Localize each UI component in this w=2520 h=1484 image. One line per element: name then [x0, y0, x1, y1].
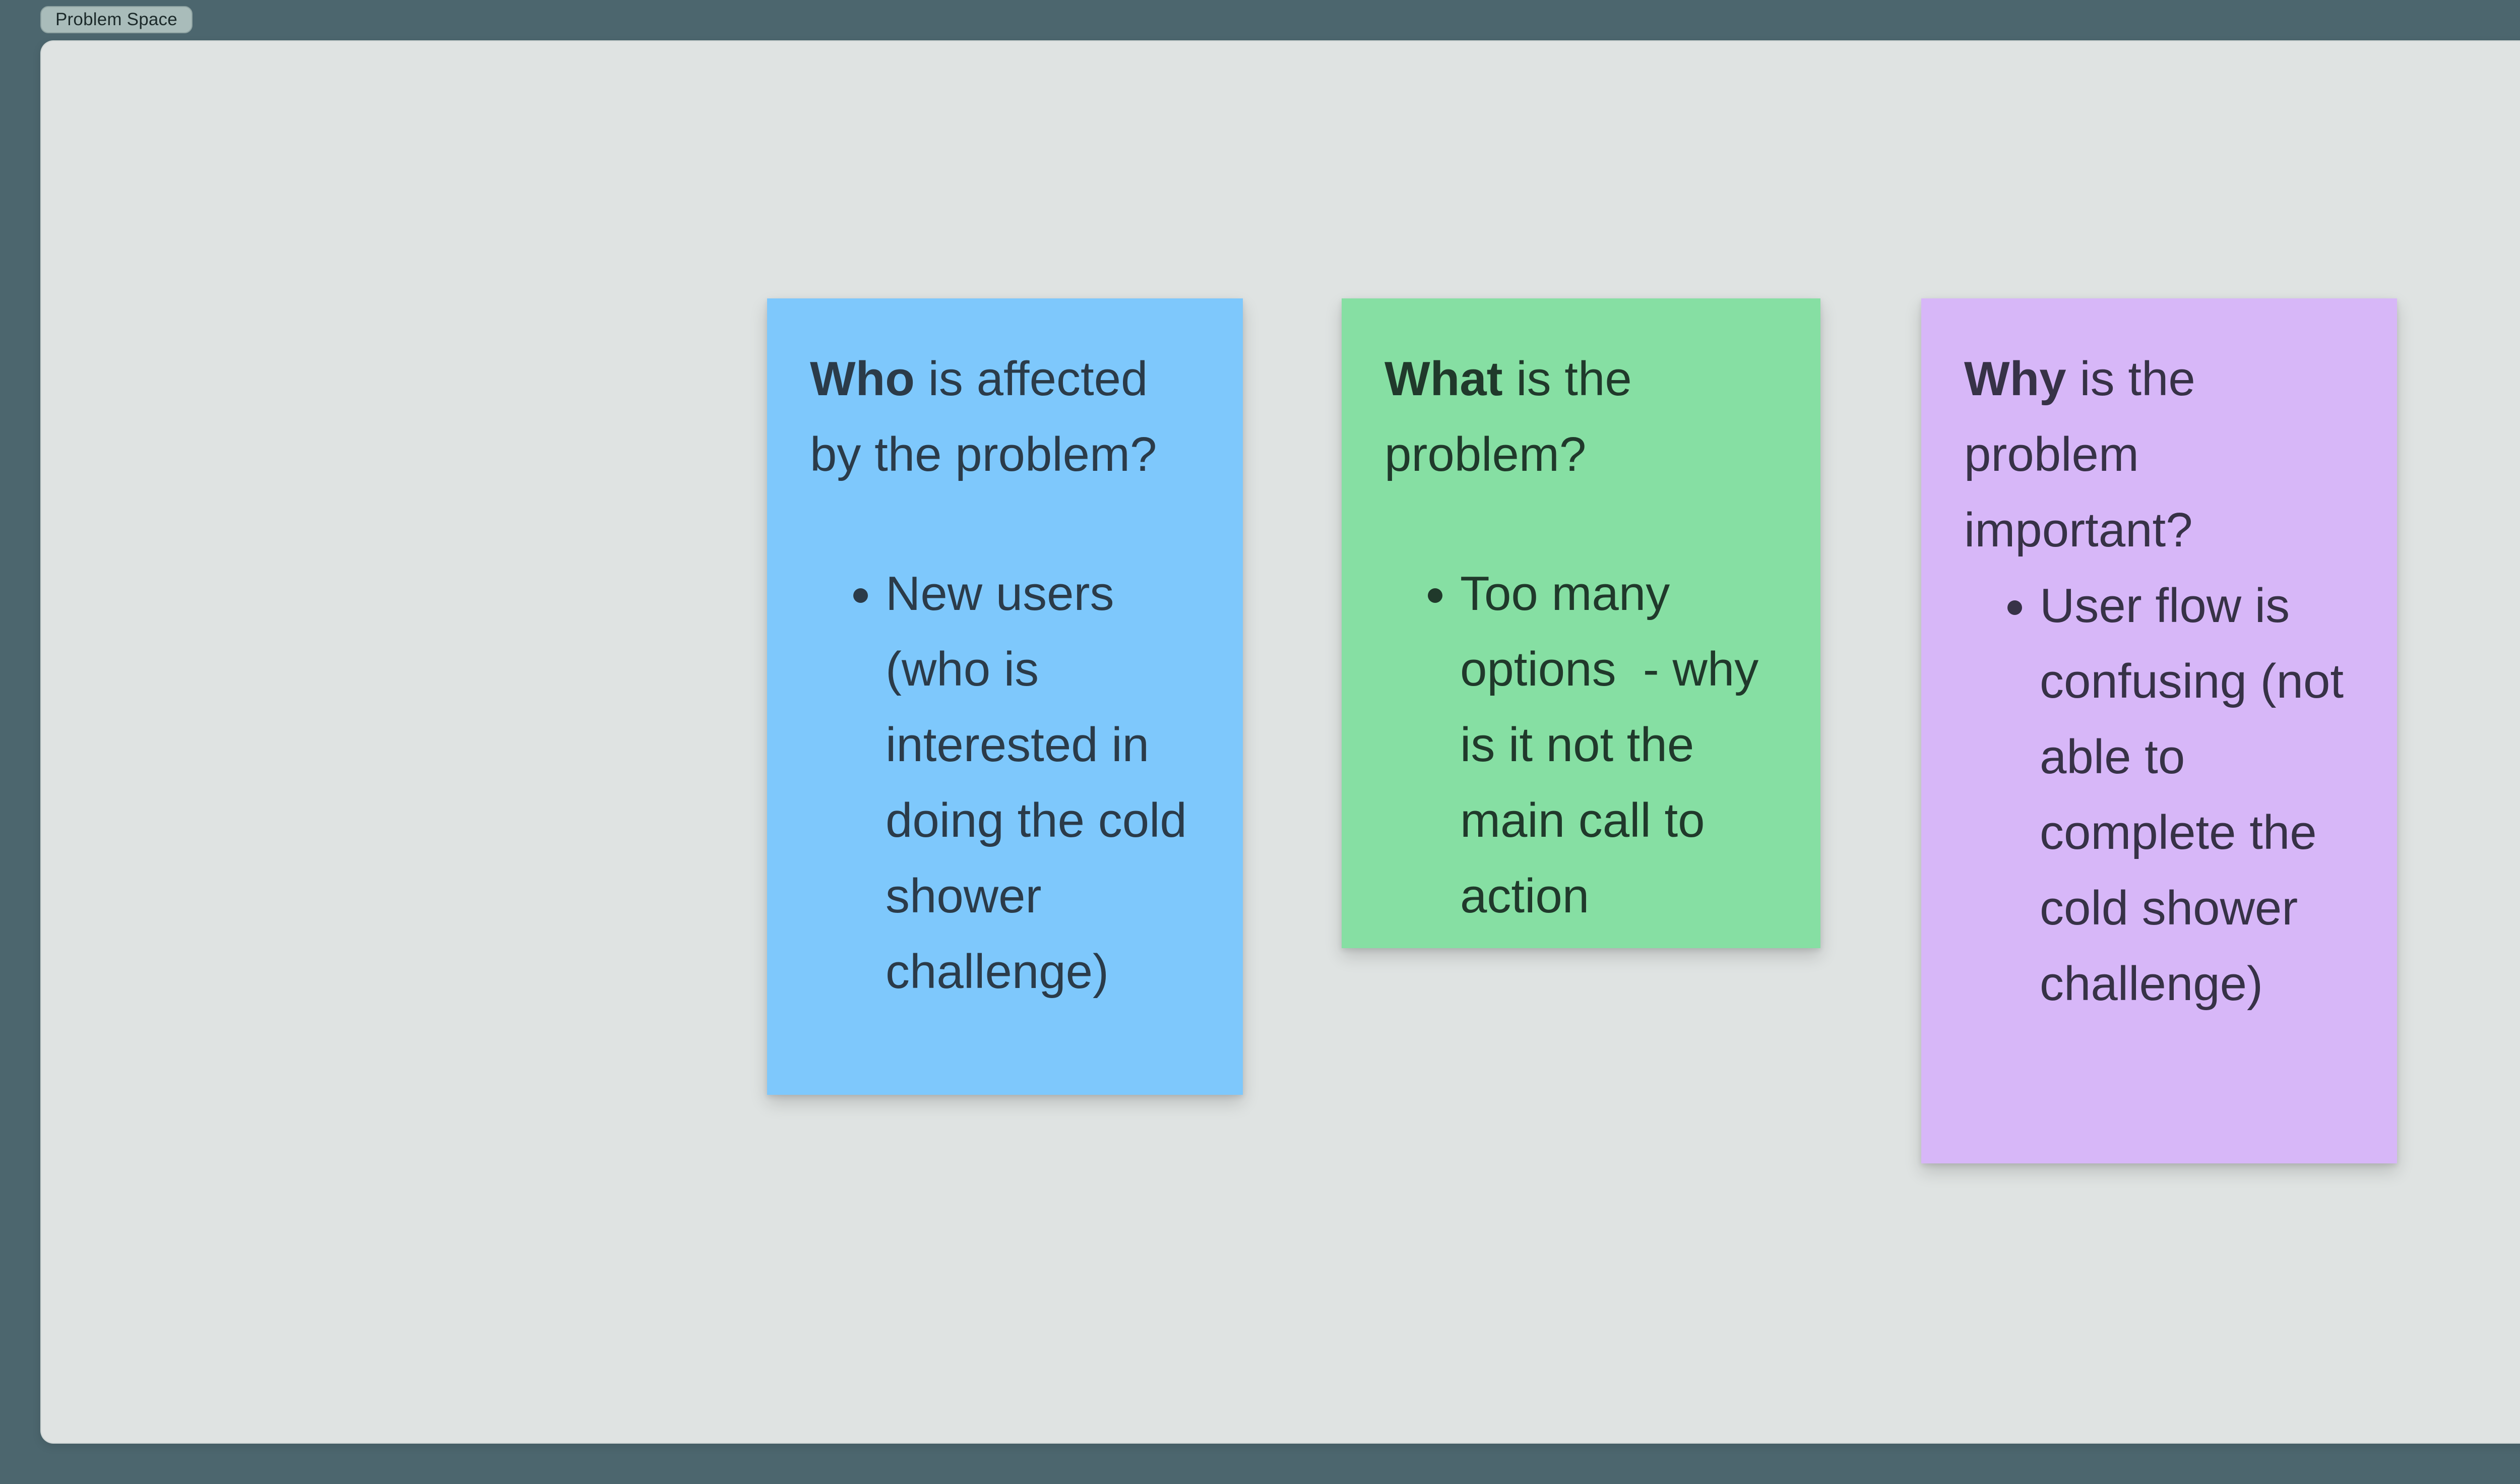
note-bullet-list: Too many options - why is it not the mai…	[1384, 556, 1778, 934]
sticky-note-what[interactable]: What is the problem? Too many options - …	[1342, 298, 1820, 948]
note-heading-rest: is the problem?	[1384, 352, 1632, 481]
note-heading-rest: is the problem important?	[1964, 352, 2195, 557]
note-heading: Why is the problem important?	[1964, 341, 2354, 568]
sticky-note-who[interactable]: Who is affected by the problem? New user…	[767, 298, 1243, 1095]
note-heading-keyword: Who	[810, 352, 915, 406]
note-bullet-item: User flow is confusing (not able to comp…	[2040, 568, 2354, 1022]
section-tab[interactable]: Problem Space	[40, 6, 193, 33]
note-bullet-item: Too many options - why is it not the mai…	[1460, 556, 1778, 934]
note-heading: Who is affected by the problem?	[810, 341, 1200, 492]
note-heading-rest: is affected by the problem?	[810, 352, 1157, 481]
note-bullet-list: User flow is confusing (not able to comp…	[1964, 568, 2354, 1022]
note-bullet-list: New users (who is interested in doing th…	[810, 556, 1200, 1010]
sticky-note-why[interactable]: Why is the problem important? User flow …	[1921, 298, 2397, 1163]
note-heading-keyword: Why	[1964, 352, 2066, 406]
section-body[interactable]: Who is affected by the problem? New user…	[40, 40, 2520, 1444]
note-heading: What is the problem?	[1384, 341, 1778, 492]
note-heading-keyword: What	[1384, 352, 1503, 406]
note-bullet-item: New users (who is interested in doing th…	[886, 556, 1200, 1010]
section-tab-label: Problem Space	[55, 10, 177, 29]
